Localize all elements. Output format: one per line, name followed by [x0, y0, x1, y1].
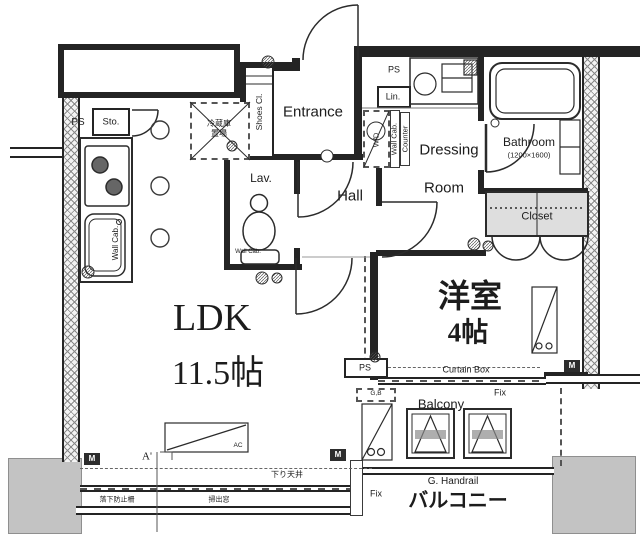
- storage-door-swing: [131, 109, 159, 137]
- section-line: [156, 451, 173, 532]
- label-ac: AC: [233, 441, 243, 449]
- label-fall-prevention: 落下防止柵: [99, 496, 135, 504]
- meter-box: M: [564, 360, 580, 372]
- label-sweep-window: 掃出窓: [208, 496, 230, 504]
- utility-symbols: [81, 55, 494, 363]
- room-label-dressing-1: Dressing: [419, 141, 479, 159]
- label-ps-top: PS: [387, 64, 401, 75]
- label-ps-bottom: PS: [358, 362, 372, 373]
- dressing-door-swing: [381, 201, 438, 258]
- entrance-door-swing: [302, 4, 359, 61]
- label-ps-kitchen: PS: [71, 117, 85, 128]
- room-label-balcony-jp: バルコニー: [408, 490, 508, 512]
- room-label-dressing-2: Room: [423, 179, 465, 197]
- porch: [58, 44, 240, 98]
- wall-lav-bottom: [224, 264, 302, 270]
- sliding-door-line: [364, 256, 366, 374]
- label-storage: Sto.: [102, 116, 120, 128]
- label-refrigerator-1: 冷蔵庫: [207, 119, 231, 128]
- label-shoes-closet: Shoes Cl.: [253, 93, 264, 131]
- room-label-bathroom: Bathroom: [502, 135, 556, 149]
- label-glass-handrail: G. Handrail: [427, 476, 479, 487]
- label-linen: Lin.: [385, 91, 401, 102]
- pillar-bottom-left: [8, 458, 82, 534]
- label-fix-lower: Fix: [370, 488, 382, 499]
- label-section-mark: A': [142, 450, 152, 463]
- pillar-bottom-right: [552, 456, 636, 534]
- wall-dressing-bottom: [376, 250, 486, 256]
- room-label-entrance: Entrance: [282, 103, 344, 121]
- wall-cabinet-strip: [390, 110, 400, 168]
- balcony-divider: [560, 388, 562, 466]
- gas-box: [356, 388, 396, 402]
- label-wall-cab-toilet: Wall Cab.: [235, 249, 261, 255]
- wall-stub-right: [546, 374, 640, 384]
- bathtub-icon: [489, 62, 581, 128]
- pipe-space-box: [344, 358, 388, 378]
- room-label-western: 洋室: [437, 278, 503, 314]
- water-heater-icon: [361, 403, 393, 461]
- wall-right-hatched: [582, 57, 600, 389]
- wall-bath-bottom: [478, 188, 588, 194]
- label-fix-upper: Fix: [494, 387, 506, 398]
- ldk-door-swing: [295, 256, 370, 315]
- room-label-closet: Closet: [521, 210, 553, 223]
- label-wall-cab-dressing: Wall Cab.: [389, 122, 399, 156]
- storage-box: [92, 108, 130, 136]
- room-label-balcony-en: Balcony: [417, 396, 465, 412]
- meter-box: M: [84, 453, 100, 465]
- escape-hatch-icon: [406, 408, 455, 459]
- room-label-hall: Hall: [337, 187, 363, 205]
- room-size-ldk: 11.5帖: [171, 355, 265, 392]
- label-counter: Counter: [400, 125, 410, 153]
- door-jamb: [292, 58, 300, 71]
- label-refrigerator-2: 置場: [211, 129, 227, 138]
- wall-hall-top: [240, 154, 380, 160]
- kitchen-counter: [79, 137, 133, 283]
- label-gas-box: G,B: [370, 389, 382, 397]
- balcony-rail-left: [76, 506, 354, 515]
- dropped-ceiling-line: [80, 468, 372, 469]
- room-label-lavatory: Lav.: [250, 171, 272, 185]
- wall-entrance-right: [354, 55, 362, 157]
- label-wall-cab-kitchen: Wall Cab.: [111, 225, 120, 261]
- glass-handrail-line: [362, 467, 554, 475]
- closet-door-swings: [491, 235, 589, 261]
- ldk-window: [80, 485, 354, 492]
- ceiling-light-icons: [150, 120, 170, 248]
- counter-strip: [400, 112, 410, 166]
- wall-bath-left-upper: [478, 57, 484, 121]
- wall-hall-dressing: [376, 154, 382, 206]
- wall-top-right: [354, 46, 640, 57]
- wall-lav-left: [224, 158, 230, 270]
- stove-icon: [84, 145, 130, 207]
- label-washer-dryer: W/D: [371, 132, 381, 148]
- wall-bath-left-lower: [478, 170, 484, 194]
- bath-counter: [559, 119, 581, 175]
- shelf-unit-icon: [531, 286, 558, 354]
- curtain-box-line: [388, 367, 540, 368]
- escape-hatch-icon: [463, 408, 512, 459]
- meter-box: M: [330, 449, 346, 461]
- wall-ldk-western: [370, 252, 378, 380]
- fix-window-column: [350, 460, 363, 516]
- wall-stub-left: [10, 147, 62, 158]
- room-size-bathroom: (1200×1600): [507, 150, 551, 160]
- room-label-ldk: LDK: [172, 297, 252, 339]
- wall-left-hatched: [62, 96, 80, 462]
- label-dropped-ceiling: 下り天井: [271, 470, 303, 479]
- label-curtain-box: Curtain Box: [442, 364, 490, 375]
- western-window: [378, 377, 546, 385]
- wall-lav-right-upper: [294, 158, 300, 194]
- room-size-western: 4帖: [447, 317, 489, 348]
